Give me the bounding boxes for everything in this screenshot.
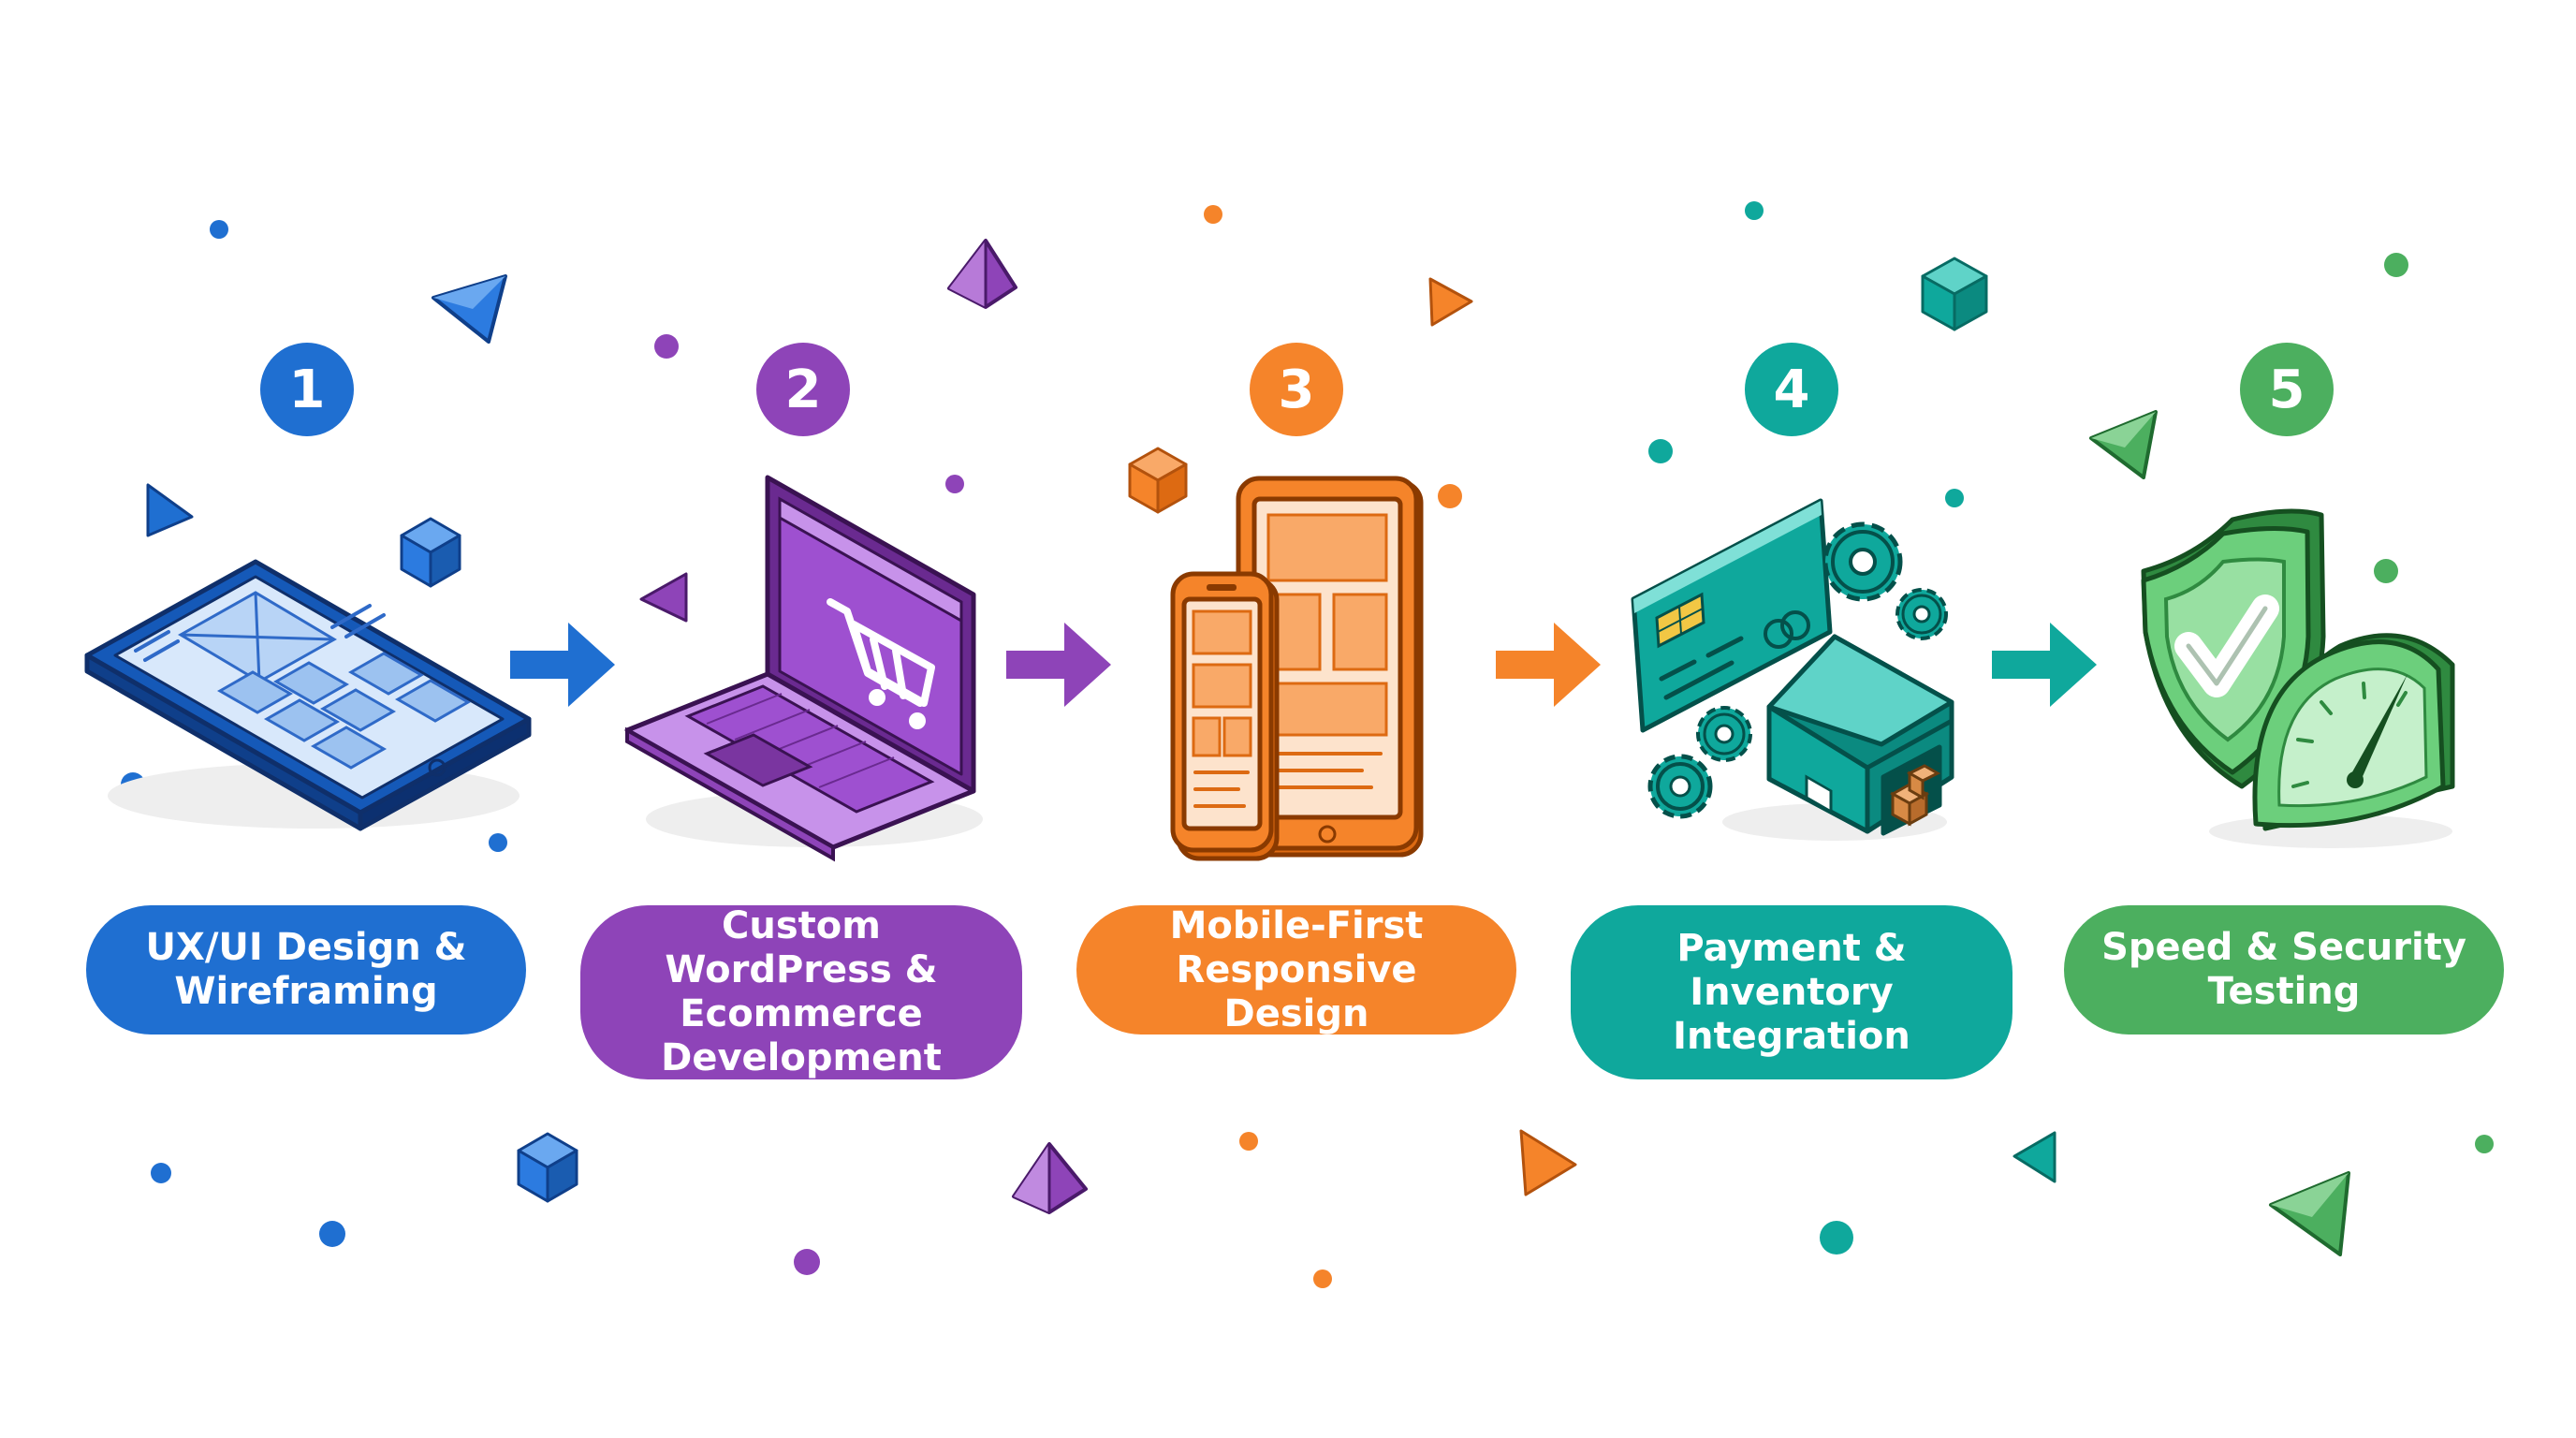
decor-triangle xyxy=(2089,410,2158,479)
decor-cube xyxy=(400,517,461,588)
decor-cube xyxy=(517,1132,578,1203)
decor-triangle xyxy=(2269,1171,2350,1256)
decor-triangle xyxy=(2012,1131,2056,1183)
decor-dot xyxy=(151,1163,171,1183)
decor-dot xyxy=(794,1249,820,1275)
decor-dot xyxy=(2374,559,2398,583)
decor-triangle xyxy=(1428,277,1473,327)
decor-dot xyxy=(1745,201,1764,220)
arrow-right-icon xyxy=(1496,623,1601,707)
step-5-number-badge: 5 xyxy=(2240,343,2334,436)
decor-triangle xyxy=(639,572,688,623)
shield-speedometer-icon xyxy=(2141,508,2455,848)
decor-dot xyxy=(945,475,964,493)
arrow-right-icon xyxy=(1006,623,1111,707)
step-3-label: Mobile-First Responsive Design xyxy=(1076,904,1516,1035)
decor-dot xyxy=(1820,1221,1853,1255)
decor-cube xyxy=(1921,257,1988,331)
step-3-number-badge: 3 xyxy=(1250,343,1343,436)
decor-dot xyxy=(1204,205,1222,224)
boxes-icon xyxy=(1889,764,1941,827)
decor-pyramid xyxy=(1012,1142,1088,1214)
decor-dot xyxy=(654,334,679,359)
decor-dot xyxy=(1239,1132,1258,1151)
decor-dot xyxy=(489,833,507,852)
decor-pyramid xyxy=(947,239,1017,309)
gear-icon xyxy=(1647,754,1713,819)
speedometer-icon xyxy=(2252,633,2455,831)
step-4-label: Payment & Inventory Integration xyxy=(1571,905,2012,1079)
laptop-cart-icon xyxy=(624,475,983,862)
decor-cube xyxy=(1128,447,1188,514)
gear-icon xyxy=(1822,521,1903,602)
step-2-label: Custom WordPress & Ecommerce Development xyxy=(580,904,1022,1079)
arrow-right-icon xyxy=(1992,623,2097,707)
step-1-number-badge: 1 xyxy=(260,343,354,436)
decor-triangle xyxy=(146,483,194,537)
tablet-wireframe-icon xyxy=(84,559,532,831)
decor-dot xyxy=(1945,489,1964,507)
decor-triangle xyxy=(1519,1129,1577,1196)
decor-dot xyxy=(2475,1135,2494,1153)
decor-dot xyxy=(2384,253,2408,277)
step-2-number-badge: 2 xyxy=(756,343,850,436)
arrow-right-icon xyxy=(510,623,615,707)
phone-tablet-icon xyxy=(1170,476,1424,861)
decor-dot xyxy=(1438,484,1462,508)
gear-icon xyxy=(1696,706,1752,762)
decor-triangle xyxy=(432,274,507,344)
decor-dot xyxy=(1313,1269,1332,1288)
decor-dot xyxy=(1648,439,1673,463)
card-warehouse-gears-icon xyxy=(1631,498,1954,841)
step-5-label: Speed & Security Testing xyxy=(2064,905,2504,1034)
decor-dot xyxy=(319,1221,345,1247)
step-4-number-badge: 4 xyxy=(1745,343,1838,436)
step-1-label: UX/UI Design & Wireframing xyxy=(86,905,526,1034)
decor-dot xyxy=(210,220,228,239)
gear-icon xyxy=(1895,588,1948,640)
